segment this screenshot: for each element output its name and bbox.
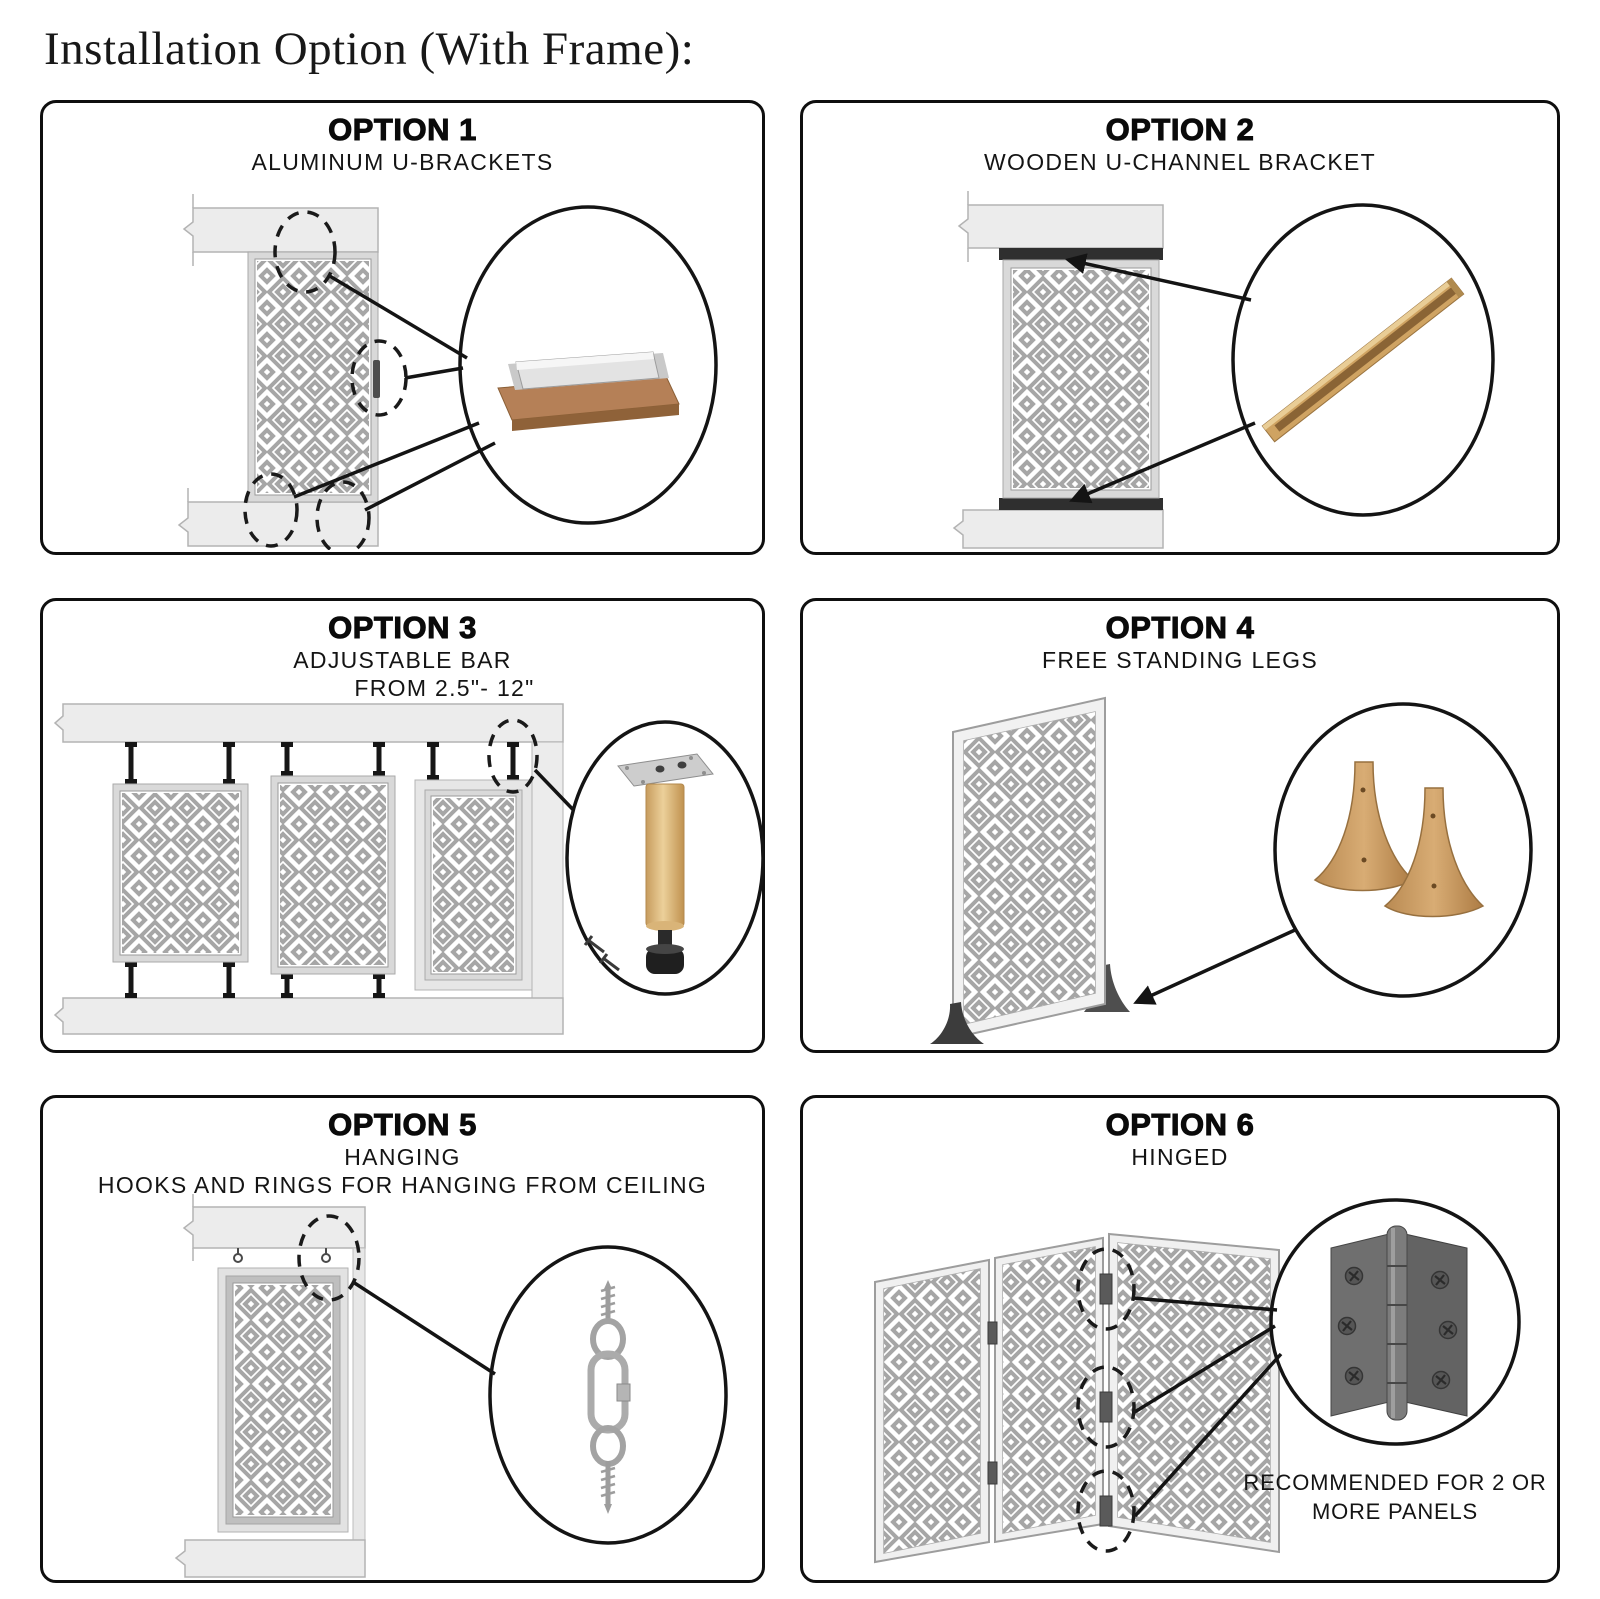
detail-circle xyxy=(1273,702,1533,998)
wall-beam-bottom xyxy=(952,509,1164,549)
wall-return xyxy=(352,1247,366,1545)
option-1-diagram xyxy=(177,194,718,550)
bracket-edge-mark xyxy=(373,360,380,398)
front-foot xyxy=(930,1002,984,1044)
hook-and-rings-detail xyxy=(587,1280,631,1514)
callout-circles xyxy=(243,210,408,550)
option-5-card: OPTION 5 HANGING HOOKS AND RINGS FOR HAN… xyxy=(40,1095,765,1583)
top-bar xyxy=(53,703,564,743)
option-2-subtitle: WOODEN U-CHANNEL BRACKET xyxy=(984,148,1376,175)
pointer-lines xyxy=(1132,1296,1283,1518)
option-4-diagram xyxy=(930,696,1533,1044)
option-3-diagram xyxy=(53,703,765,1035)
option-2-diagram xyxy=(952,191,1495,549)
option-2-card: OPTION 2 WOODEN U-CHANNEL BRACKET xyxy=(800,100,1560,555)
lattice-panel-3 xyxy=(414,779,533,991)
option-4-title: OPTION 4 xyxy=(1105,610,1255,645)
right-bar xyxy=(531,741,564,999)
folding-screen xyxy=(874,1232,1280,1564)
u-channel-top xyxy=(999,248,1163,260)
option-2-title: OPTION 2 xyxy=(1105,112,1255,147)
ceiling-beam xyxy=(182,1206,366,1249)
option-4-card: OPTION 4 FREE STANDING LEGS xyxy=(800,598,1560,1053)
option-6-title: OPTION 6 xyxy=(1105,1107,1255,1142)
lattice-panel xyxy=(247,251,379,503)
option-5-subtitle: HANGING xyxy=(344,1143,461,1170)
pointer-arrows xyxy=(1064,253,1256,504)
page-title: Installation Option (With Frame): xyxy=(44,23,695,75)
u-channel-bottom xyxy=(999,498,1163,510)
lattice-panel xyxy=(1002,259,1160,499)
option-1-card: OPTION 1 ALUMINUM U-BRACKETS xyxy=(40,100,765,555)
pointer-lines xyxy=(293,273,496,512)
hinge-screws xyxy=(1337,1266,1458,1390)
pointer-line xyxy=(352,1280,496,1376)
floor-beam xyxy=(174,1539,366,1578)
callout-circles xyxy=(1076,1247,1136,1553)
free-standing-legs-detail xyxy=(1313,761,1484,918)
option-3-subtitle: ADJUSTABLE BAR xyxy=(293,646,512,673)
option-1-title: OPTION 1 xyxy=(328,112,477,147)
bottom-bar xyxy=(53,997,564,1035)
option-6-note: RECOMMENDED FOR 2 OR MORE PANELS xyxy=(1243,1470,1547,1524)
hanging-lattice-panel xyxy=(217,1267,349,1533)
option-5-subtitle2: HOOKS AND RINGS FOR HANGING FROM CEILING xyxy=(97,1171,708,1198)
wall-beam-bottom xyxy=(177,488,379,547)
pointer-arrow xyxy=(1133,928,1296,1005)
option-5-title: OPTION 5 xyxy=(328,1107,477,1142)
wall-beam-top xyxy=(957,191,1164,262)
adjustable-bars xyxy=(125,742,519,998)
aluminum-u-bracket-detail xyxy=(497,351,680,431)
callout-circle xyxy=(297,1214,361,1302)
lattice-panel-2 xyxy=(270,775,396,975)
option-5-diagram xyxy=(174,1194,728,1578)
hinges xyxy=(987,1273,1113,1527)
option-3-card: OPTION 3 ADJUSTABLE BAR FROM 2.5"- 12" xyxy=(40,598,765,1053)
wooden-u-channel-detail xyxy=(1261,277,1465,443)
standing-panel xyxy=(952,696,1106,1040)
hinge-detail xyxy=(1330,1225,1468,1421)
option-3-subtitle2: FROM 2.5"- 12" xyxy=(354,674,535,701)
option-4-subtitle: FREE STANDING LEGS xyxy=(1041,646,1319,673)
option-1-subtitle: ALUMINUM U-BRACKETS xyxy=(251,148,554,175)
option-6-diagram xyxy=(874,1198,1521,1564)
option-6-card: OPTION 6 HINGED xyxy=(800,1095,1560,1583)
option-3-title: OPTION 3 xyxy=(328,610,477,645)
detail-circle xyxy=(488,1245,728,1545)
ceiling-hooks xyxy=(233,1248,331,1263)
option-6-subtitle: HINGED xyxy=(1131,1143,1229,1170)
adjustable-leg-detail xyxy=(583,753,714,974)
lattice-panel-1 xyxy=(112,783,249,963)
callout-circle xyxy=(487,718,539,794)
